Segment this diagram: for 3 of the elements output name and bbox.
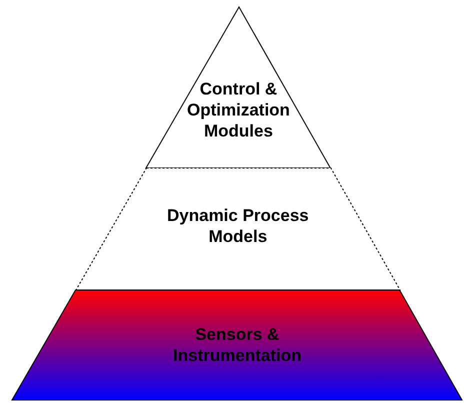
tier-label: Sensors & Instrumentation (172, 324, 302, 366)
tier-label: Dynamic Process Models (166, 205, 310, 247)
tier-label: Control & Optimization Modules (187, 78, 290, 142)
